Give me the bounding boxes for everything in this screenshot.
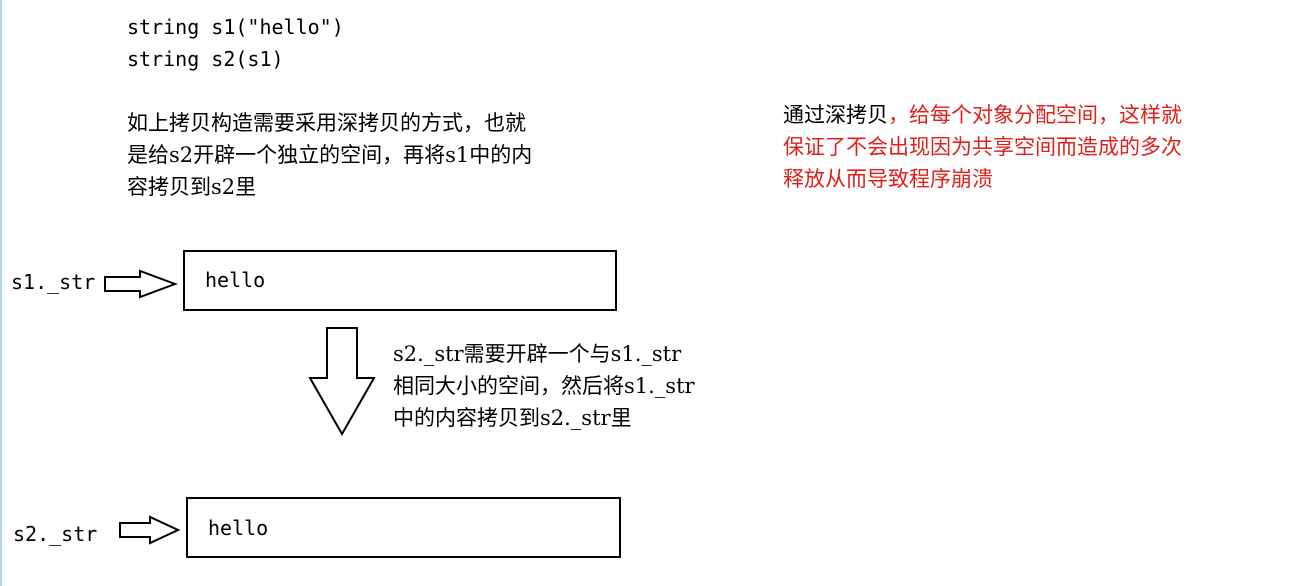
copy-note-line-1: s2._str需要开辟一个与s1._str bbox=[393, 342, 682, 366]
left-edge-line bbox=[0, 0, 2, 586]
explanation-line-3: 容拷贝到s2里 bbox=[127, 175, 257, 199]
s1-memory-box bbox=[183, 250, 617, 311]
down-arrow-icon bbox=[308, 327, 376, 437]
right-arrow-icon bbox=[119, 515, 181, 545]
note-line-2: 保证了不会出现因为共享空间而造成的多次 bbox=[783, 135, 1182, 159]
s2-pointer-label: s2._str bbox=[13, 522, 98, 546]
note-prefix: 通过深拷贝 bbox=[783, 103, 888, 127]
note-highlight: ，给每个对象分配空间，这样就 bbox=[888, 103, 1182, 127]
copy-note-line-2: 相同大小的空间，然后将s1._str bbox=[393, 374, 695, 398]
code-line-1: string s1("hello") bbox=[127, 15, 344, 39]
code-line-2: string s2(s1) bbox=[127, 47, 284, 71]
explanation-line-1: 如上拷贝构造需要采用深拷贝的方式，也就 bbox=[127, 111, 526, 135]
s2-box-value: hello bbox=[208, 516, 269, 540]
s1-box-value: hello bbox=[205, 268, 266, 292]
copy-note-line-3: 中的内容拷贝到s2._str里 bbox=[393, 406, 632, 430]
right-arrow-icon bbox=[104, 269, 178, 299]
explanation-line-2: 是给s2开辟一个独立的空间，再将s1中的内 bbox=[127, 143, 533, 167]
note-line-3: 释放从而导致程序崩溃 bbox=[783, 167, 993, 191]
s1-pointer-label: s1._str bbox=[11, 270, 96, 294]
s2-memory-box bbox=[186, 497, 621, 558]
note-line-1: 通过深拷贝，给每个对象分配空间，这样就 bbox=[783, 99, 1182, 131]
